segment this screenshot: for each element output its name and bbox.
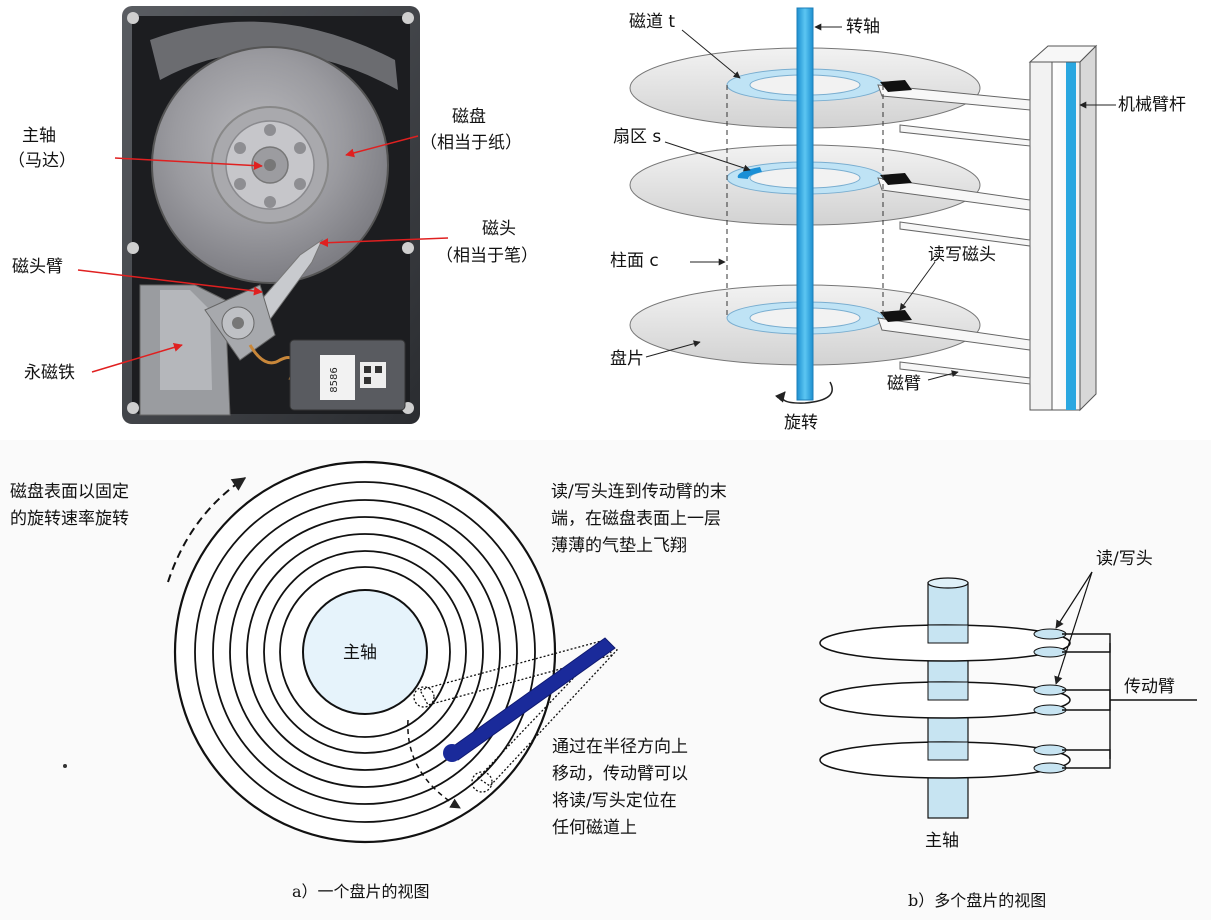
- case-rim: [150, 21, 398, 90]
- head-leaders: [1054, 571, 1093, 685]
- label-head-2: （相当于笔）: [436, 246, 538, 266]
- spindle-hub: [302, 589, 428, 715]
- spindle-visible: [927, 624, 969, 761]
- platter-3d-diagram: 磁道 t 转轴 扇区 s 机械臂杆 柱面 c 读写磁头 盘片 旋转 磁臂: [610, 7, 1186, 433]
- rotation-arrow: [774, 381, 833, 404]
- label-sector: 扇区 s: [613, 127, 661, 147]
- arm-ghosts: [413, 639, 619, 793]
- label-spindle-1: 主轴: [22, 126, 56, 146]
- screw-icon: [127, 242, 139, 254]
- sticker-text: 8586: [329, 367, 340, 392]
- label-arm: 磁头臂: [12, 257, 63, 277]
- label-arm-3d: 磁臂: [887, 374, 921, 394]
- rw-head-dot: [443, 744, 461, 762]
- label-spindle-2: （马达）: [8, 151, 76, 171]
- callout-spindle: [114, 157, 263, 171]
- qr-code: [360, 362, 386, 388]
- label-head-a-1: 读/写头连到传动臂的末: [551, 482, 727, 502]
- label-rotation: 旋转: [784, 413, 818, 433]
- label-rw-head-3d: 读写磁头: [928, 245, 996, 265]
- photo-labels: 主轴 （马达） 磁盘 （相当于纸） 磁头 （相当于笔） 磁头臂 永磁铁: [8, 107, 538, 383]
- label-disk-1: 磁盘: [452, 107, 486, 127]
- label-head-a-3: 薄薄的气垫上飞翔: [551, 536, 687, 556]
- label-disk-2: （相当于纸）: [420, 133, 522, 153]
- multi-platter-diagram: 读/写头 传动臂 主轴 b）多个盘片的视图: [819, 549, 1197, 910]
- label-head-1: 磁头: [482, 219, 516, 239]
- label-sticker: [320, 355, 355, 400]
- label-platter: 盘片: [610, 349, 644, 369]
- label-spindle-b: 主轴: [925, 831, 959, 851]
- caption-a: a）一个盘片的视图: [292, 882, 430, 901]
- callout-disk: [345, 135, 419, 158]
- stray-dot: [63, 764, 67, 768]
- screw-icon: [402, 242, 414, 254]
- arms: [877, 84, 1031, 385]
- rw-heads: [880, 80, 912, 322]
- cylinder-lines: [726, 85, 884, 318]
- label-rotation-a-2: 的旋转速率旋转: [10, 509, 129, 529]
- single-platter-diagram: 主轴 磁盘表面以固定 的旋转速率旋转 读/写头连到传动臂的末 端，在磁盘表面上一…: [10, 460, 727, 901]
- actuator-right: [1079, 44, 1097, 412]
- spindle-center: [264, 159, 276, 171]
- label-rw-head-b: 读/写头: [1096, 549, 1153, 569]
- sector-highlight: [737, 167, 762, 179]
- label-move-4: 任何磁道上: [552, 818, 637, 838]
- callout-head: [319, 237, 449, 248]
- screw-icon: [402, 12, 414, 24]
- photo-callouts: [77, 135, 449, 373]
- callout-arm: [77, 269, 263, 296]
- label-spindle-a: 主轴: [343, 643, 377, 663]
- label-cylinder: 柱面 c: [610, 251, 659, 271]
- callout-magnet: [91, 343, 183, 373]
- label-rotation-a-1: 磁盘表面以固定: [10, 482, 129, 502]
- actuator-bracket: [1062, 633, 1197, 769]
- hdd-photo: 8586: [122, 6, 420, 424]
- rotation-arrow-a: [167, 477, 247, 583]
- magnet-plate-inner: [160, 290, 212, 390]
- label-head-a-2: 端，在磁盘表面上一层: [551, 509, 721, 529]
- actuator-side: [1029, 61, 1053, 411]
- actuator-stripe: [1066, 62, 1076, 410]
- label-move-3: 将读/写头定位在: [552, 791, 677, 811]
- heads-b: [1033, 628, 1067, 774]
- arm-pivot-center: [232, 317, 244, 329]
- screw-icon: [127, 402, 139, 414]
- spindle-top: [927, 577, 969, 589]
- label-actuator-3d: 机械臂杆: [1118, 95, 1186, 115]
- label-magnet: 永磁铁: [24, 363, 75, 383]
- label-spindle-3d: 转轴: [846, 17, 880, 37]
- screw-icon: [127, 12, 139, 24]
- label-actuator-b: 传动臂: [1124, 677, 1175, 697]
- label-move-2: 移动，传动臂可以: [552, 764, 688, 784]
- tracks: [194, 481, 536, 823]
- label-move-1: 通过在半径方向上: [552, 737, 688, 757]
- platter-3d-leaders: [645, 23, 1116, 381]
- label-track: 磁道 t: [629, 12, 675, 32]
- spindle-shaft: [796, 7, 814, 401]
- caption-b: b）多个盘片的视图: [908, 891, 1046, 910]
- hub-screws: [234, 124, 306, 208]
- move-arrow: [407, 719, 461, 809]
